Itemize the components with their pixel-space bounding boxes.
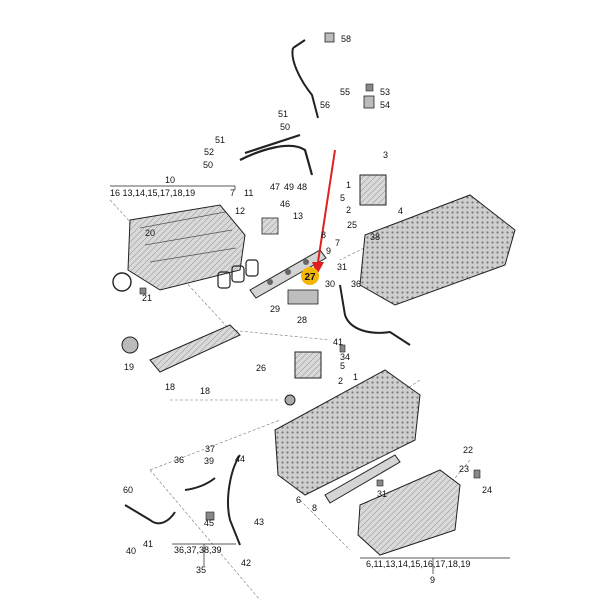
callout-7b: 7 [335, 238, 340, 248]
callout-24: 24 [482, 485, 492, 495]
intake-manifold-left [127, 204, 246, 291]
callout-36b: 36 [174, 455, 184, 465]
callout-2a: 2 [346, 205, 351, 215]
group-brackets [110, 185, 510, 574]
callout-5b: 5 [340, 361, 345, 371]
callout-18b: 18 [200, 386, 210, 396]
callout-54: 54 [380, 100, 390, 110]
cylinder-head-upper [359, 194, 516, 306]
bracket-part [261, 217, 279, 235]
callout-45: 45 [204, 518, 214, 528]
callout-58: 58 [341, 34, 351, 44]
callout-29: 29 [270, 304, 280, 314]
callout-13: 13 [293, 211, 303, 221]
pointer-arrow [312, 149, 336, 275]
bolt-part [365, 83, 374, 92]
sensor-part [363, 95, 375, 109]
callout-3: 3 [383, 150, 388, 160]
callout-48: 48 [297, 182, 307, 192]
callout-56: 56 [320, 100, 330, 110]
callout-36a: 36 [351, 279, 361, 289]
callout-38: 38 [370, 232, 380, 242]
callout-46: 46 [280, 199, 290, 209]
callout-55: 55 [340, 87, 350, 97]
callout-43: 43 [254, 517, 264, 527]
hose-assembly-top [291, 39, 319, 119]
callout-39: 39 [204, 456, 214, 466]
fuel-rail-upper [249, 249, 327, 299]
callout-37: 37 [205, 444, 215, 454]
callout-9b: 9 [430, 575, 435, 585]
high-pressure-pump [284, 351, 322, 406]
callout-1a: 1 [346, 180, 351, 190]
callout-47: 47 [270, 182, 280, 192]
fuel-rail-middle [121, 324, 241, 373]
gasket-ring [112, 272, 132, 292]
cylinder-head-lower [274, 369, 421, 496]
callout-26: 26 [256, 363, 266, 373]
callout-5a: 5 [340, 193, 345, 203]
callout-1b: 1 [353, 372, 358, 382]
callout-35-group: 36,37,38,39 [174, 545, 222, 555]
callout-44: 44 [235, 454, 245, 464]
callout-28: 28 [297, 315, 307, 325]
callout-31: 31 [337, 262, 347, 272]
highlight-callout-label: 27 [304, 272, 316, 283]
gasket-set-left [217, 259, 259, 289]
callout-9: 9 [326, 246, 331, 256]
callout-51b: 51 [215, 135, 225, 145]
callout-50a: 50 [280, 122, 290, 132]
callout-42: 42 [241, 558, 251, 568]
fuel-pipe-upper [239, 133, 314, 176]
fastener-set [139, 287, 481, 521]
callout-20: 20 [145, 228, 155, 238]
callout-25: 25 [347, 220, 357, 230]
fuel-rail-lower [324, 454, 401, 504]
callout-40: 40 [126, 546, 136, 556]
highlight-callout-marker [301, 267, 319, 285]
callout-8: 8 [321, 230, 326, 240]
callout-labels: 58 55 56 53 54 51 50 51 52 50 3 47 49 48… [110, 34, 492, 585]
callout-16-group: 16 13,14,15,17,18,19 [110, 188, 195, 198]
callout-34: 34 [340, 352, 350, 362]
clip-part [324, 32, 335, 43]
callout-49: 49 [284, 182, 294, 192]
callout-41b: 41 [143, 539, 153, 549]
callout-30: 30 [325, 279, 335, 289]
callout-60: 60 [123, 485, 133, 495]
callout-12: 12 [235, 206, 245, 216]
callout-21: 21 [142, 293, 152, 303]
callout-7: 7 [230, 188, 235, 198]
pump-upper [359, 174, 387, 206]
injector-cluster [287, 289, 319, 305]
callout-41a: 41 [333, 337, 343, 347]
callout-11: 11 [244, 188, 253, 198]
callout-23: 23 [459, 464, 469, 474]
callout-6: 6 [296, 495, 301, 505]
callout-10: 10 [165, 175, 175, 185]
callout-31b: 31 [377, 489, 387, 499]
callout-50b: 50 [203, 160, 213, 170]
callout-2b: 2 [338, 376, 343, 386]
callout-53: 53 [380, 87, 390, 97]
callout-4: 4 [398, 206, 403, 216]
callout-35: 35 [196, 565, 206, 575]
callout-9-group: 6,11,13,14,15,16,17,18,19 [366, 559, 470, 569]
callout-22: 22 [463, 445, 473, 455]
callout-18a: 18 [165, 382, 175, 392]
callout-51a: 51 [278, 109, 288, 119]
callout-19: 19 [124, 362, 134, 372]
callout-8b: 8 [312, 503, 317, 513]
intake-manifold-right [357, 469, 461, 556]
return-line [339, 284, 411, 346]
hose-assembly-lower [124, 454, 241, 546]
callout-52: 52 [204, 147, 214, 157]
